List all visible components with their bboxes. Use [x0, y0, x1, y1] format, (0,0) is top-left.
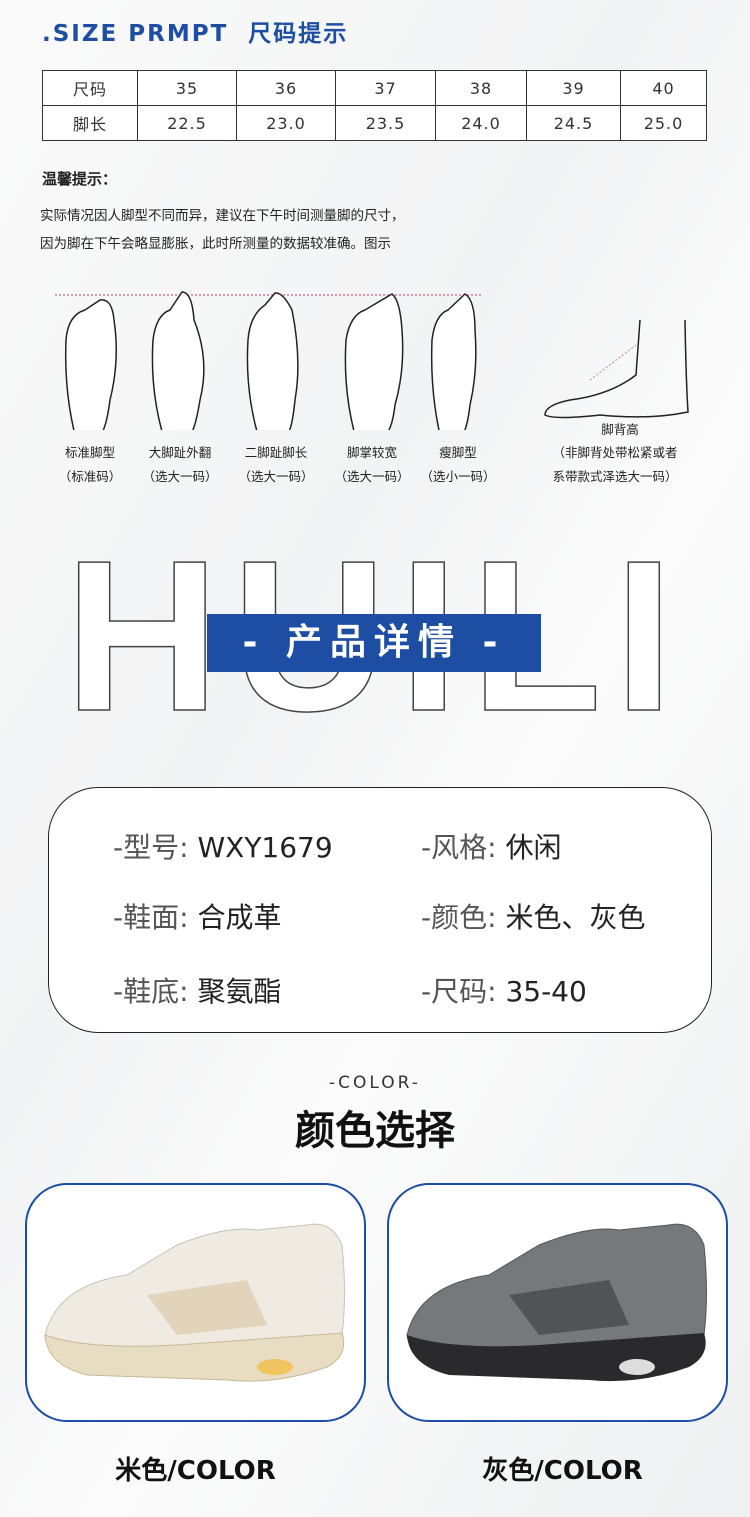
size-cell: 37 — [335, 70, 436, 106]
specs-card: -型号: WXY1679 -风格: 休闲 -鞋面: 合成革 -颜色: 米色、灰色… — [48, 787, 712, 1033]
tips-line: 因为脚在下午会略显膨胀，此时所测量的数据较准确。图示 — [40, 236, 391, 252]
foot-outline-icon — [344, 293, 404, 430]
foot-type-advice: （选大一码） — [142, 469, 218, 484]
size-cell: 36 — [236, 70, 336, 106]
foot-outline-icon — [64, 299, 117, 430]
foot-type-advice: （标准码） — [58, 469, 122, 484]
spec-upper: -鞋面: 合成革 — [113, 901, 282, 934]
length-cell: 24.0 — [435, 105, 527, 141]
foot-outline-icon — [151, 291, 205, 430]
row-label: 尺码 — [42, 70, 138, 106]
spec-size: -尺码: 35-40 — [421, 975, 587, 1008]
spec-style: -风格: 休闲 — [421, 831, 562, 864]
size-cell: 38 — [435, 70, 527, 106]
length-cell: 25.0 — [620, 105, 707, 141]
foot-type-name: 大脚趾外翻 — [148, 445, 212, 460]
foot-type-advice: （选小一码） — [420, 469, 496, 484]
color-option-beige[interactable] — [25, 1183, 366, 1422]
color-subtitle: -COLOR- — [329, 1073, 421, 1093]
size-cell: 40 — [620, 70, 707, 106]
color-option-gray[interactable] — [387, 1183, 728, 1422]
foot-type-name: 标准脚型 — [64, 445, 115, 460]
color-label-beige: 米色/COLOR — [115, 1456, 276, 1486]
row-label: 脚长 — [42, 105, 138, 141]
foot-outline-icon — [246, 292, 299, 430]
length-cell: 24.5 — [526, 105, 621, 141]
size-cell: 39 — [526, 70, 621, 106]
spec-color: -颜色: 米色、灰色 — [421, 901, 646, 934]
length-cell: 23.5 — [335, 105, 436, 141]
color-label-gray: 灰色/COLOR — [482, 1456, 643, 1486]
spec-model: -型号: WXY1679 — [113, 831, 333, 864]
instep-name: 脚背高 — [601, 422, 639, 437]
color-title: 颜色选择 — [295, 1108, 455, 1154]
foot-type-name: 脚掌较宽 — [346, 445, 397, 460]
table-row: 尺码 35 36 37 38 39 40 — [42, 70, 707, 106]
tips-line: 实际情况因人脚型不同而异，建议在下午时间测量脚的尺寸， — [40, 208, 405, 224]
foot-type-name: 瘦脚型 — [439, 445, 477, 460]
product-details-banner: - 产品详情 - — [207, 614, 541, 672]
foot-type-advice: （选大一码） — [238, 469, 314, 484]
foot-type-advice: （选大一码） — [334, 469, 410, 484]
beige-sneaker-image — [44, 1223, 345, 1382]
instep-advice: （非脚背处带松紧或者 — [552, 445, 678, 460]
length-cell: 22.5 — [137, 105, 237, 141]
table-row: 脚长 22.5 23.0 23.5 24.0 24.5 25.0 — [42, 105, 707, 141]
tips-heading: 温馨提示： — [42, 170, 118, 188]
foot-diagrams — [55, 291, 689, 430]
spec-sole: -鞋底: 聚氨酯 — [113, 975, 282, 1008]
length-cell: 23.0 — [236, 105, 336, 141]
instep-advice: 系带款式泽选大一码） — [552, 469, 678, 484]
side-foot-icon — [544, 319, 689, 419]
foot-outline-icon — [430, 293, 477, 430]
size-table: 尺码 35 36 37 38 39 40 脚长 22.5 23.0 23.5 2… — [42, 70, 707, 141]
gray-sneaker-image — [406, 1223, 707, 1382]
size-cell: 35 — [137, 70, 237, 106]
foot-type-name: 二脚趾脚长 — [244, 445, 308, 460]
size-prompt-title: .SIZE PRMPT 尺码提示 — [42, 21, 349, 47]
